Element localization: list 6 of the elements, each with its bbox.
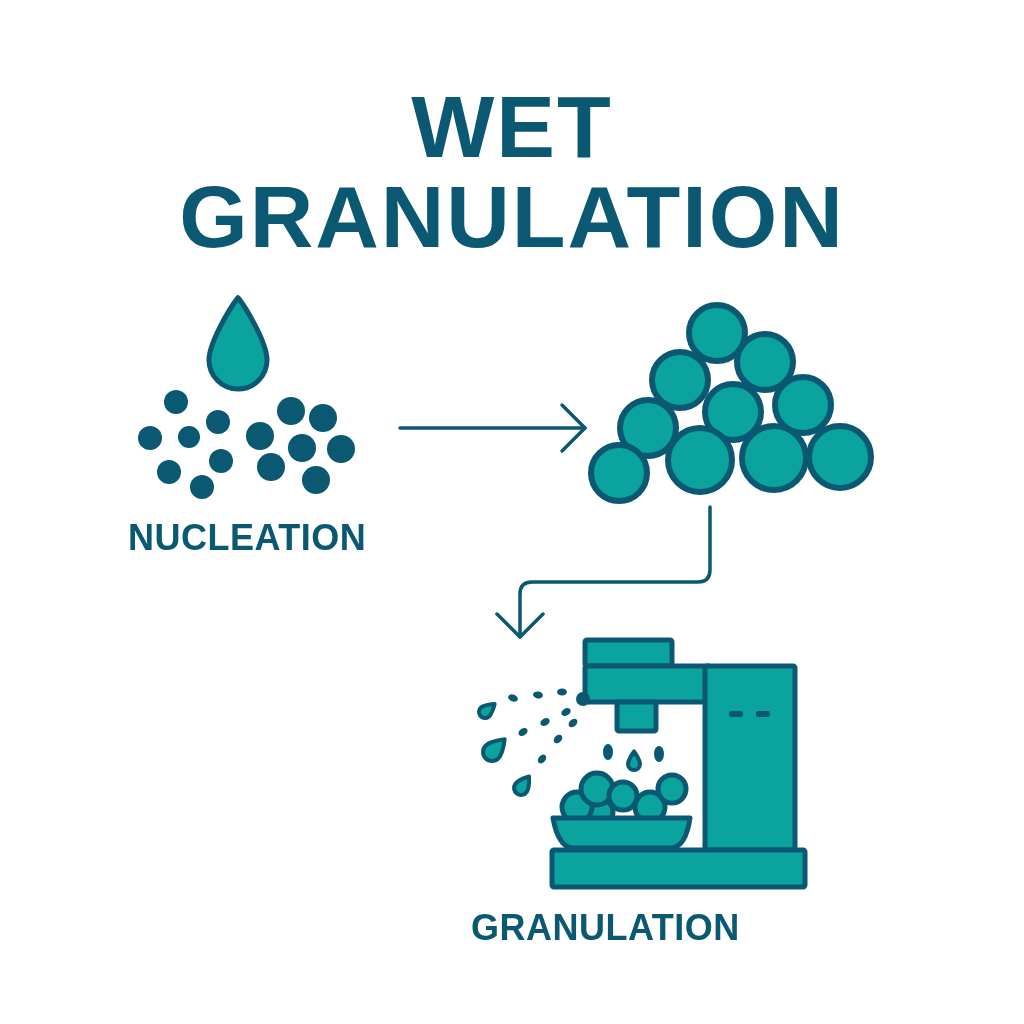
granule-pile-illustration (585, 300, 877, 507)
stage-label: NUCLEATION (128, 518, 367, 558)
stage-label: GRANULATION (471, 908, 740, 948)
arrow (495, 505, 712, 639)
arrow (398, 403, 587, 453)
title: WET GRANULATION (179, 82, 845, 262)
